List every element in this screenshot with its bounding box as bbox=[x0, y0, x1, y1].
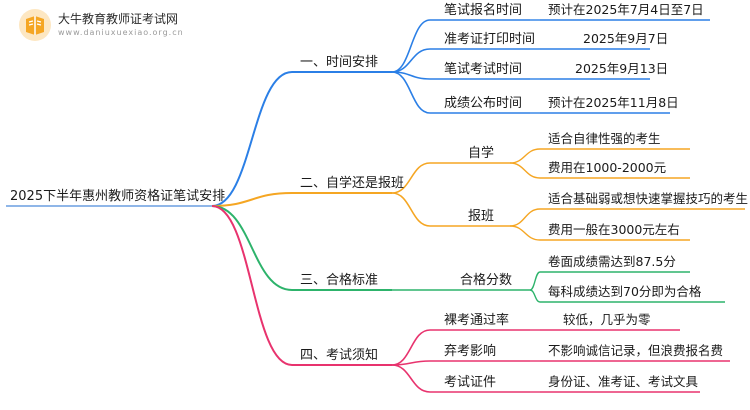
branch-connector bbox=[211, 71, 293, 207]
child-connector bbox=[391, 364, 431, 393]
brand-name: 大牛教育教师证考试网 bbox=[58, 11, 179, 26]
child-node: 弃考影响 bbox=[444, 343, 496, 359]
child-node: 考试证件 bbox=[444, 375, 496, 390]
leaf-node: 费用在1000-2000元 bbox=[548, 160, 666, 175]
child-connector bbox=[391, 48, 431, 73]
brand-url: www.daniuxuexiao.org.cn bbox=[58, 27, 184, 37]
child-connector bbox=[391, 71, 431, 114]
branch-node: 二、自学还是报班 bbox=[300, 175, 404, 191]
leaf-node: 费用一般在3000元左右 bbox=[548, 222, 680, 237]
branch-node: 一、时间安排 bbox=[300, 55, 378, 70]
leaf-connector bbox=[509, 225, 541, 241]
mind-map-edges bbox=[6, 19, 745, 393]
leaf-node: 适合基础弱或想快速掌握技巧的考生 bbox=[548, 191, 748, 206]
leaf-connector bbox=[529, 289, 541, 303]
branch-connector bbox=[211, 192, 293, 207]
leaf-connector bbox=[509, 208, 541, 227]
child-node: 报班 bbox=[468, 209, 494, 224]
child-node: 合格分数 bbox=[460, 272, 512, 288]
leaf-node: 预计在2025年7月4日至7日 bbox=[548, 2, 704, 17]
leaf-node: 适合自律性强的考生 bbox=[548, 131, 661, 146]
child-node: 自学 bbox=[468, 145, 494, 161]
leaf-node: 每科成绩达到70分即为合格 bbox=[548, 284, 702, 299]
leaf-connector bbox=[509, 148, 541, 164]
leaf-node: 身份证、准考证、考试文具 bbox=[548, 374, 699, 389]
book-icon bbox=[19, 9, 51, 41]
branch-connector bbox=[211, 205, 293, 366]
child-node: 笔试考试时间 bbox=[444, 61, 522, 77]
child-node: 准考证打印时间 bbox=[444, 32, 535, 47]
leaf-node: 2025年9月13日 bbox=[575, 61, 668, 76]
branch-node: 四、考试须知 bbox=[300, 347, 378, 363]
leaf-node: 不影响诚信记录，但浪费报名费 bbox=[548, 343, 723, 358]
leaf-node: 2025年9月7日 bbox=[583, 31, 668, 46]
root-node: 2025下半年惠州教师资格证笔试安排 bbox=[10, 188, 225, 204]
branch-connector bbox=[211, 205, 293, 291]
child-node: 成绩公布时间 bbox=[444, 96, 522, 111]
child-node: 笔试报名时间 bbox=[444, 2, 522, 18]
child-connector bbox=[391, 19, 431, 73]
leaf-connector bbox=[509, 162, 541, 179]
leaf-node: 较低，几乎为零 bbox=[563, 312, 651, 327]
leaf-connector bbox=[529, 271, 541, 291]
leaf-node: 卷面成绩需达到87.5分 bbox=[548, 254, 676, 269]
leaf-node: 预计在2025年11月8日 bbox=[548, 95, 679, 110]
brand-logo: 大牛教育教师证考试网 www.daniuxuexiao.org.cn bbox=[18, 8, 184, 42]
branch-node: 三、合格标准 bbox=[300, 272, 378, 288]
child-node: 裸考通过率 bbox=[444, 312, 509, 328]
child-connector bbox=[391, 162, 431, 194]
mind-map-nodes: 2025下半年惠州教师资格证笔试安排 一、时间安排 笔试报名时间 预计在2025年7月… bbox=[10, 2, 748, 390]
child-connector bbox=[391, 329, 431, 366]
child-connector bbox=[391, 192, 431, 227]
